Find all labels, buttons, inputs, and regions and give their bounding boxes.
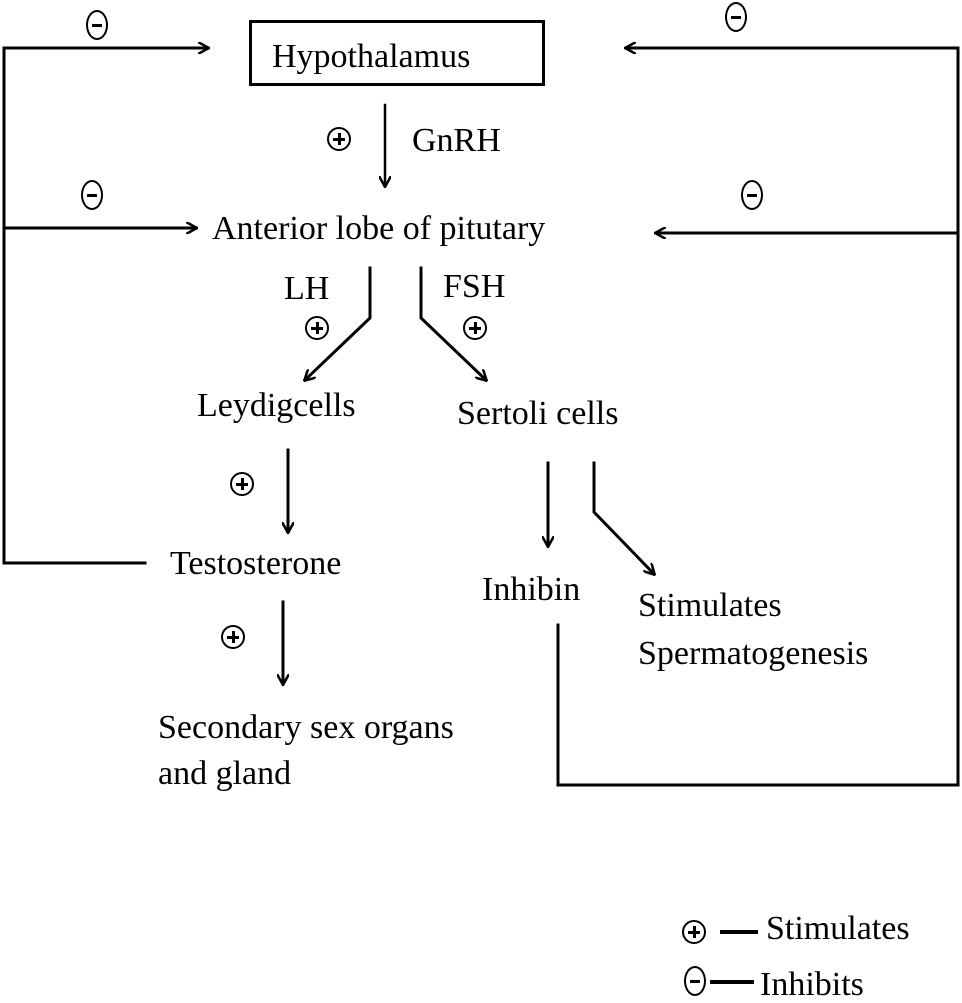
inhibit-symbol-icon (725, 2, 747, 32)
spermatogenesis-label-line2: Spermatogenesis (638, 635, 869, 672)
sertoli-to-spermatogenesis-arrow (592, 461, 654, 574)
spermatogenesis-label-line1: Stimulates (638, 587, 782, 624)
hypothalamus-label: Hypothalamus (272, 38, 471, 75)
secondary-sex-organs-label-line1: Secondary sex organs (158, 709, 454, 746)
testosterone-feedback-line (2, 48, 208, 565)
stimulate-symbol-icon (221, 625, 245, 649)
legend-stimulate-icon (682, 920, 706, 944)
gnrh-label: GnRH (412, 122, 501, 159)
legend-inhibit-icon (684, 966, 706, 996)
stimulate-symbol-icon (463, 316, 487, 340)
legend-inhibits-label: Inhibits (760, 966, 864, 1003)
secondary-sex-organs-label-line2: and gland (158, 755, 292, 792)
fsh-label: FSH (443, 268, 506, 305)
stimulate-symbol-icon (230, 472, 254, 496)
hypothalamus-box (249, 20, 545, 86)
lh-arrow (305, 266, 372, 380)
inhibin-label: Inhibin (482, 571, 581, 608)
lh-label: LH (284, 270, 330, 307)
inhibit-symbol-icon (81, 180, 103, 210)
leydig-cells-label: Leydigcells (197, 387, 356, 424)
testosterone-label: Testosterone (170, 545, 342, 582)
inhibin-feedback-line (556, 48, 960, 787)
fsh-arrow (419, 266, 486, 380)
legend-stimulates-label: Stimulates (766, 910, 910, 947)
stimulate-symbol-icon (305, 316, 329, 340)
inhibit-symbol-icon (741, 180, 763, 210)
stimulate-symbol-icon (327, 127, 351, 151)
pituitary-label: Anterior lobe of pitutary (212, 210, 546, 247)
inhibit-symbol-icon (86, 10, 108, 40)
sertoli-cells-label: Sertoli cells (457, 395, 619, 432)
